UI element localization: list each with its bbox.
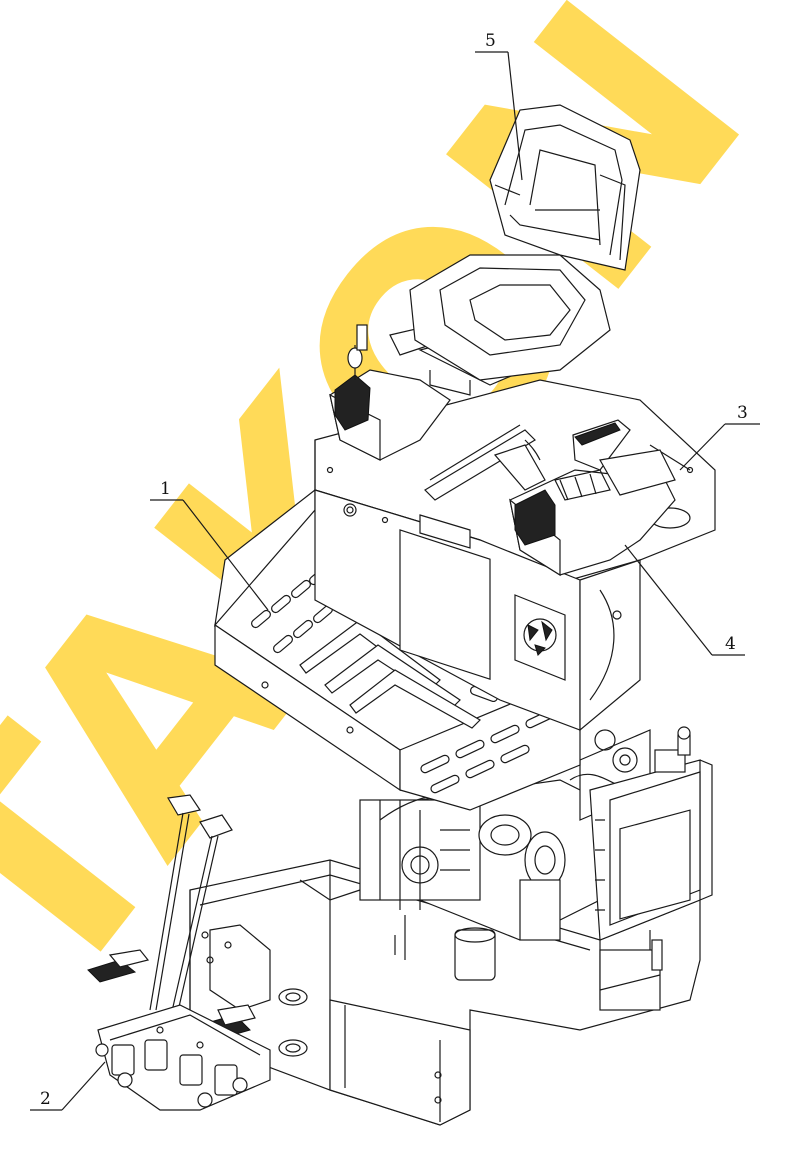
engine-assembly — [359, 729, 651, 981]
leader-4-line — [624, 544, 713, 656]
control-valve-assembly — [87, 794, 271, 1111]
leader-5-line — [507, 51, 523, 181]
leader-2-line — [61, 1061, 106, 1111]
left-control-console — [329, 324, 451, 461]
gauge-panel — [514, 594, 566, 681]
leader-3-line — [679, 423, 726, 471]
base-chassis — [189, 859, 701, 1126]
leader-1-line — [182, 499, 269, 611]
callout-leaders — [30, 51, 760, 1111]
callout-4-label: 4 — [725, 634, 736, 654]
callout-2-label: 2 — [40, 1089, 51, 1109]
callout-1-label: 1 — [160, 479, 171, 499]
right-control-console — [493, 419, 676, 577]
callout-labels: 5 1 3 4 2 — [40, 31, 748, 1109]
callout-5-label: 5 — [485, 31, 496, 51]
radiator — [589, 726, 713, 1011]
callout-3-label: 3 — [737, 403, 748, 423]
operator-seat — [409, 104, 641, 396]
